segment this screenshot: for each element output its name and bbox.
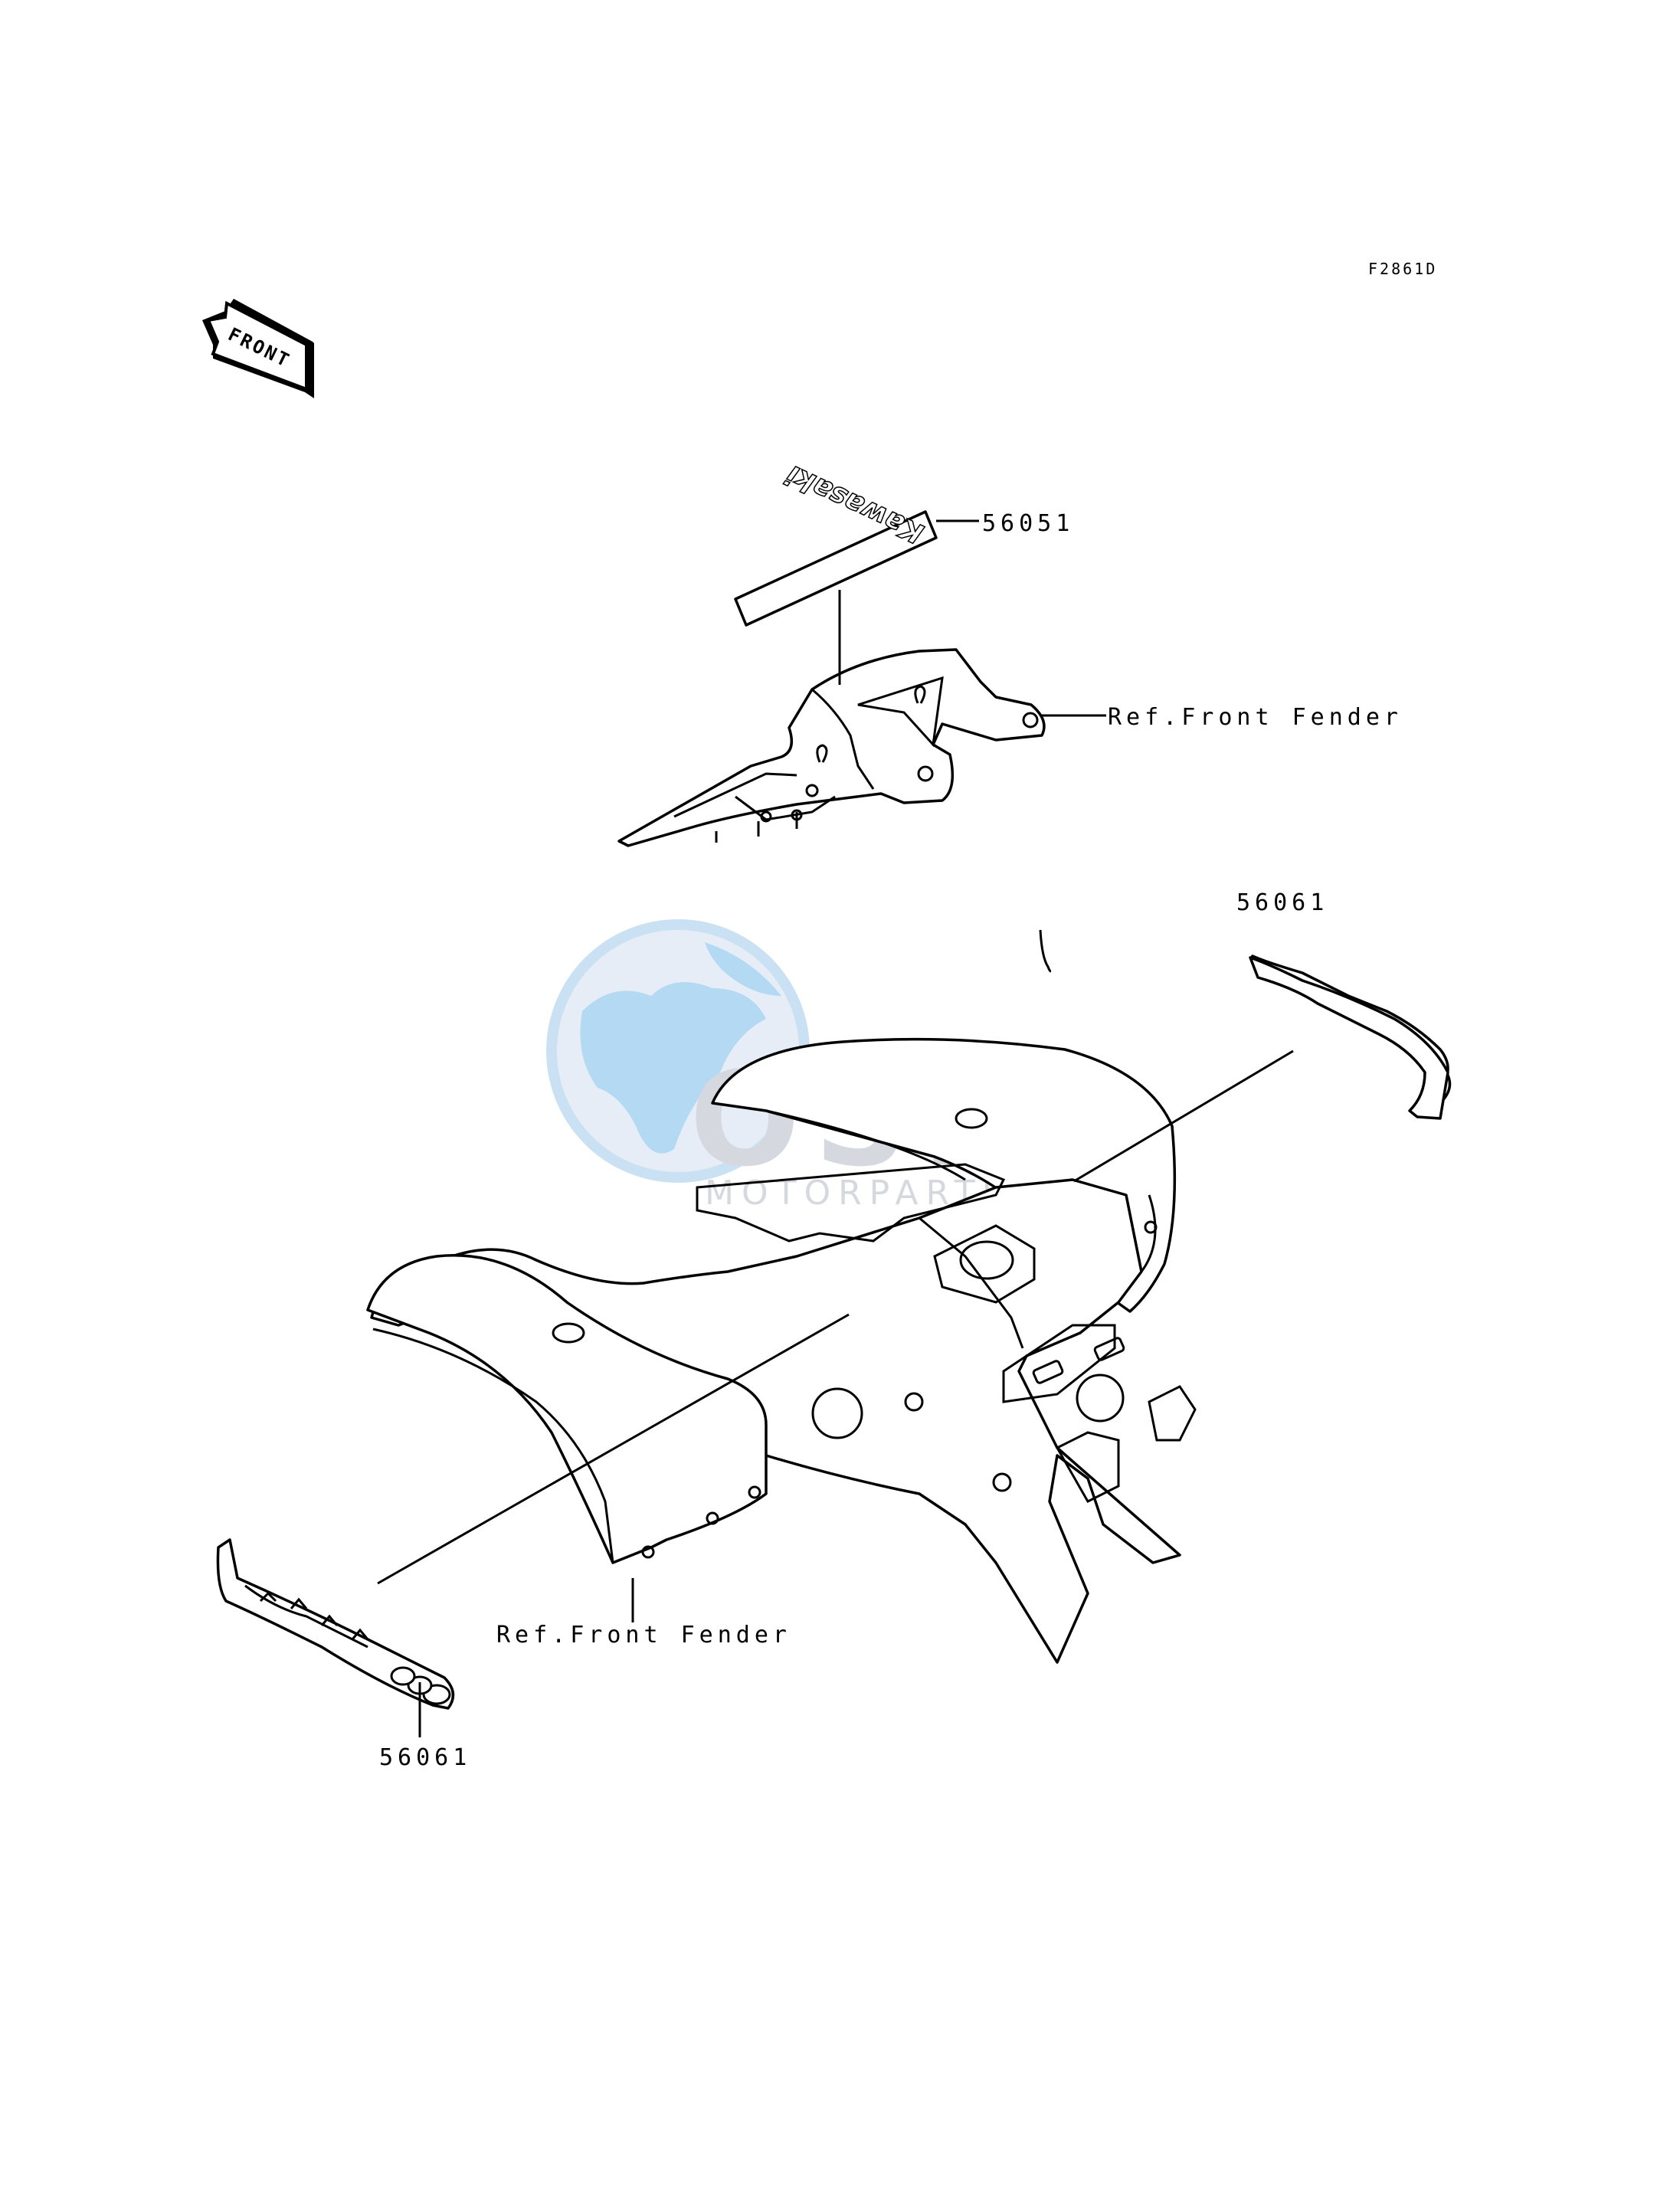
leader-lines <box>377 519 1294 1737</box>
callout-ref-front-fender-lower: Ref.Front Fender <box>496 1622 791 1649</box>
callout-56061-left: 56061 <box>379 1744 471 1771</box>
right-stripe-decal <box>1249 954 1452 1120</box>
left-lettering-decal <box>216 1538 455 1710</box>
kawasaki-decal: Kawasaki <box>734 458 938 627</box>
callout-ref-front-fender-upper: Ref.Front Fender <box>1108 704 1403 731</box>
callout-56061-right: 56061 <box>1236 889 1328 916</box>
front-arrow-icon: FRONT <box>202 299 314 398</box>
front-fender-lower <box>366 1037 1197 1664</box>
kawasaki-decal-text: Kawasaki <box>781 459 928 549</box>
front-fender-upper <box>617 648 1046 847</box>
figure-code: F2861D <box>1368 260 1437 278</box>
callout-56051: 56051 <box>982 510 1074 537</box>
